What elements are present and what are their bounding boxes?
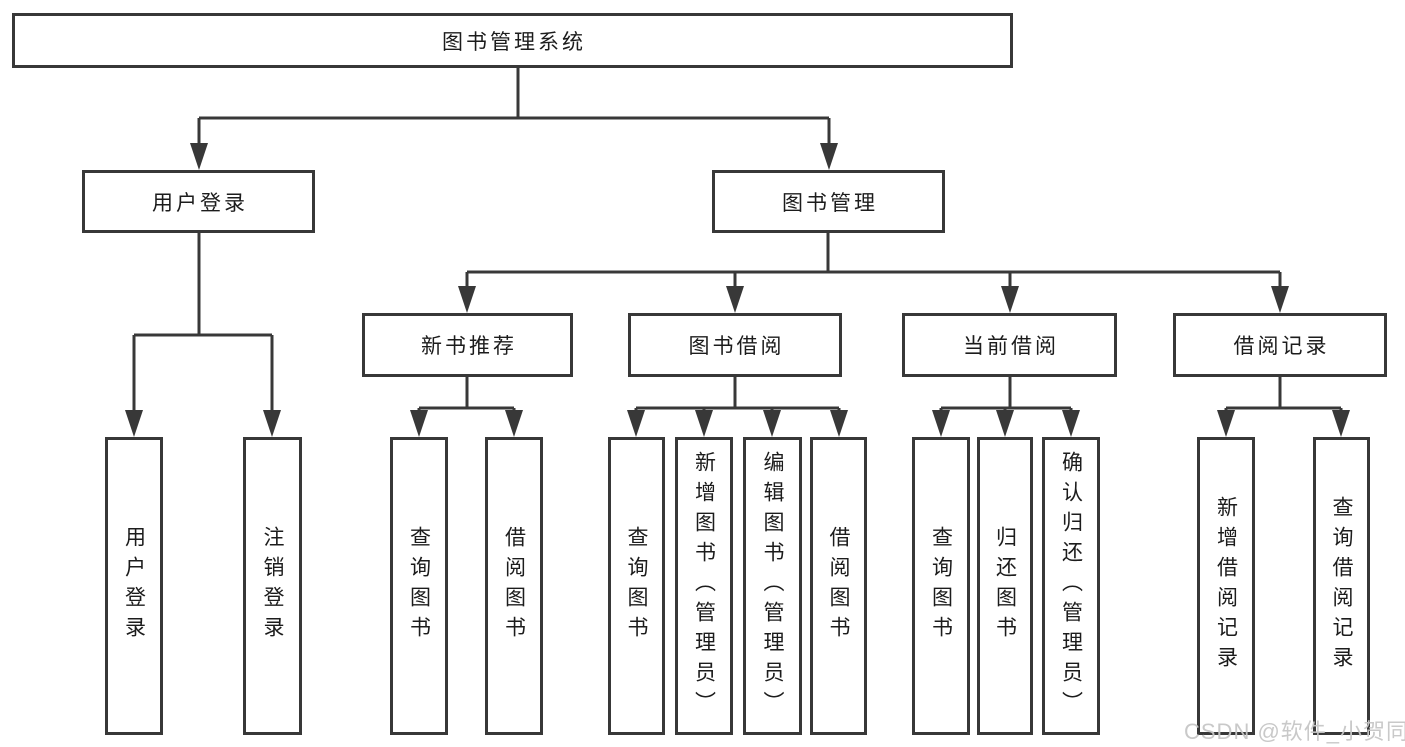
leaf-borrow-borrow-books: 借阅图书 — [810, 437, 867, 735]
leaf-current-confirm-return-admin: 确认归还（管理员） — [1042, 437, 1100, 735]
leaf-borrow-add-books-admin: 新增图书（管理员） — [675, 437, 733, 735]
node-borrowing-records: 借阅记录 — [1173, 313, 1387, 377]
leaf-newbook-query-books: 查询图书 — [390, 437, 448, 735]
leaf-borrow-query-books: 查询图书 — [608, 437, 665, 735]
leaf-user-login: 用户登录 — [105, 437, 163, 735]
leaf-borrow-edit-books-admin: 编辑图书（管理员） — [743, 437, 802, 735]
leaf-current-return-books: 归还图书 — [977, 437, 1033, 735]
node-library-system: 图书管理系统 — [12, 13, 1013, 68]
leaf-current-query-books: 查询图书 — [912, 437, 970, 735]
node-user-login-branch: 用户登录 — [82, 170, 315, 233]
leaf-record-add-borrow-record: 新增借阅记录 — [1197, 437, 1255, 735]
leaf-newbook-borrow-books: 借阅图书 — [485, 437, 543, 735]
leaf-record-query-borrow-record: 查询借阅记录 — [1313, 437, 1370, 735]
node-current-borrowing: 当前借阅 — [902, 313, 1117, 377]
csdn-watermark: CSDN @软件_小贺同学 — [1184, 719, 1405, 744]
leaf-logout: 注销登录 — [243, 437, 302, 735]
node-new-book-recommend: 新书推荐 — [362, 313, 573, 377]
node-book-management-branch: 图书管理 — [712, 170, 945, 233]
node-book-borrowing: 图书借阅 — [628, 313, 842, 377]
